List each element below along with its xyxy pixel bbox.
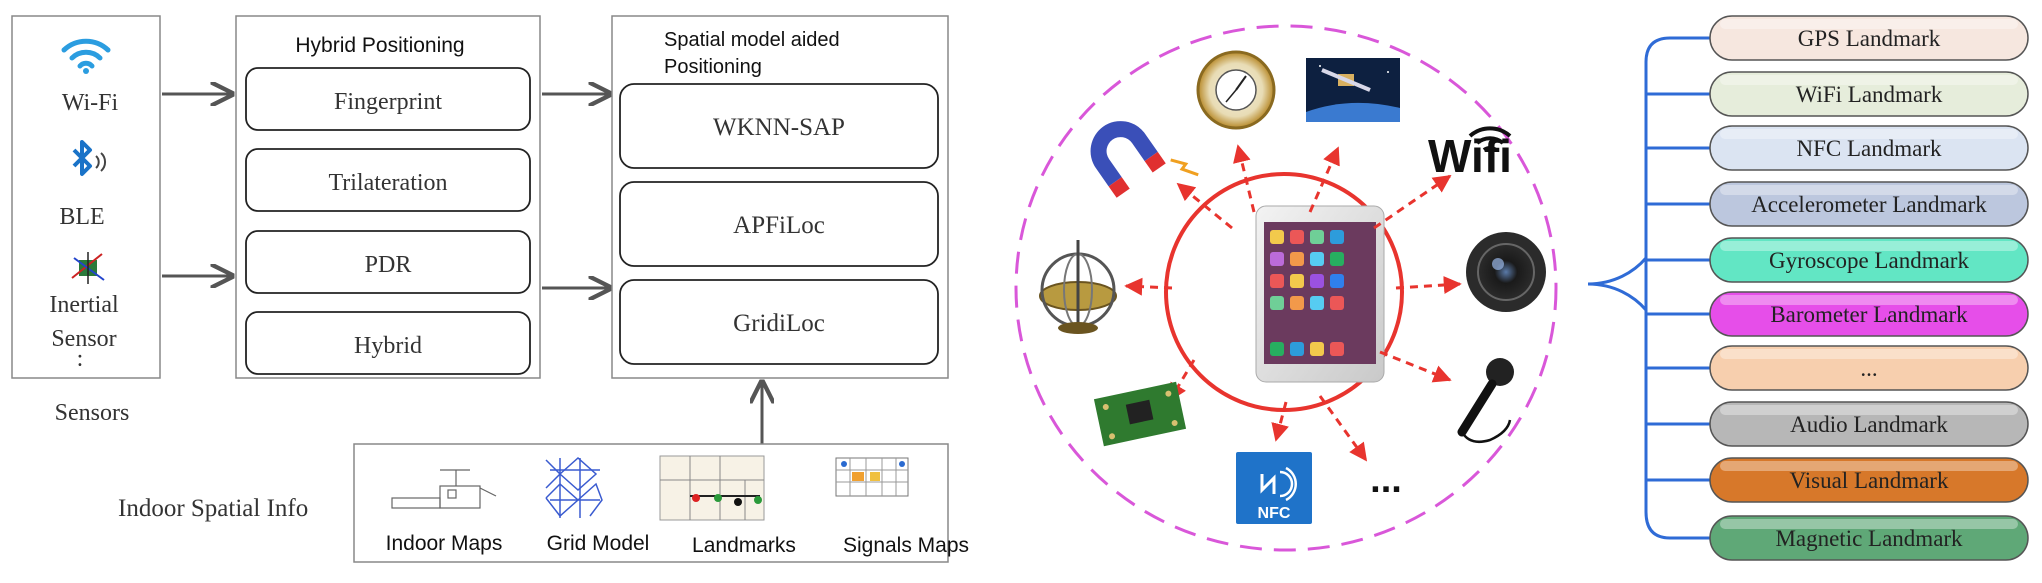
landmark-pill-highlight (1720, 295, 2018, 305)
spatial-method-gridiloc: GridiLoc (619, 279, 939, 365)
landmark-pill (1709, 71, 2029, 117)
landmark-item: Visual Landmark (1709, 457, 2029, 503)
landmark-pill-highlight (1720, 185, 2018, 195)
svg-text:Trilateration: Trilateration (328, 170, 447, 196)
landmark-label: GPS Landmark (1798, 26, 1941, 51)
svg-text:Fingerprint: Fingerprint (334, 89, 442, 115)
landmark-pill (1709, 515, 2029, 561)
ble-sensor-label: BLE (59, 204, 104, 230)
signals-map-thumbnail (835, 457, 909, 497)
landmark-pill-highlight (1720, 241, 2018, 251)
landmark-label: Barometer Landmark (1770, 302, 1968, 327)
landmark-pill-highlight (1720, 405, 2018, 415)
landmark-item: Magnetic Landmark (1709, 515, 2029, 561)
landmark-pill-highlight (1720, 461, 2018, 471)
svg-text:APFiLoc: APFiLoc (733, 212, 825, 239)
inertial-sensor-label-1: Inertial (49, 292, 119, 318)
landmarks-map-thumbnail (659, 455, 765, 521)
more-sensors-ellipsis: : (77, 346, 84, 372)
landmark-pill (1709, 345, 2029, 391)
barometer-icon (1196, 50, 1276, 130)
landmark-label: Audio Landmark (1790, 412, 1948, 437)
wifi-logo-text: Wifi (1428, 130, 1512, 182)
landmark-pill-highlight (1720, 349, 2018, 359)
inertial-sensor-icon (71, 252, 105, 284)
hybrid-method-hybrid: Hybrid (245, 311, 531, 375)
spatial-method-wknn-sap: WKNN-SAP (619, 83, 939, 169)
sensors-box (11, 15, 161, 379)
landmark-label: Visual Landmark (1790, 468, 1949, 493)
more-sensors-dots: ... (1370, 459, 1402, 501)
hybrid-method-trilateration: Trilateration (245, 148, 531, 212)
gyroscope-icon (1039, 240, 1117, 334)
sensor-arrows (1124, 144, 1462, 462)
indoor-maps-label: Indoor Maps (386, 532, 503, 555)
landmark-label: Magnetic Landmark (1775, 526, 1963, 551)
landmark-pill (1709, 181, 2029, 227)
svg-text:Hybrid: Hybrid (354, 333, 422, 359)
svg-text:GridiLoc: GridiLoc (733, 310, 825, 337)
svg-text:WKNN-SAP: WKNN-SAP (713, 114, 845, 141)
landmark-item: Audio Landmark (1709, 401, 2029, 447)
grid-model-thumbnail (544, 456, 603, 520)
landmark-pill (1709, 457, 2029, 503)
accelerometer-chip-icon (1093, 381, 1187, 447)
camera-icon (1466, 232, 1546, 312)
landmark-label: Gyroscope Landmark (1769, 248, 1969, 273)
landmark-pill (1709, 237, 2029, 283)
signals-maps-label: Signals Maps (843, 534, 969, 557)
landmark-label: Accelerometer Landmark (1751, 192, 1987, 217)
gps-satellite-icon (1306, 58, 1400, 122)
svg-text:PDR: PDR (365, 252, 412, 278)
wifi-icon (61, 38, 111, 74)
landmark-pill (1709, 15, 2029, 61)
inertial-sensor-label-2: Sensor (51, 326, 116, 352)
wifi-sensor-label: Wi-Fi (62, 90, 119, 116)
indoor-spatial-info-caption: Indoor Spatial Info (118, 495, 308, 522)
landmark-label: NFC Landmark (1796, 136, 1942, 161)
landmark-pill-highlight (1720, 19, 2018, 29)
smartphone-icon (1255, 205, 1385, 383)
spatial-method-apfiloc: APFiLoc (619, 181, 939, 267)
landmark-label: WiFi Landmark (1796, 82, 1943, 107)
microphone-icon (1457, 358, 1514, 443)
landmark-pill-highlight (1720, 129, 2018, 139)
landmark-tree (1587, 36, 1710, 540)
indoor-map-thumbnail (391, 469, 497, 509)
nfc-icon (1236, 452, 1312, 524)
landmark-item: ... (1709, 345, 2029, 391)
spatial-model-title-1: Spatial model aided (664, 29, 840, 51)
hybrid-method-pdr: PDR (245, 230, 531, 294)
landmarks-label: Landmarks (692, 534, 796, 557)
magnet-icon (1090, 121, 1199, 198)
bluetooth-icon (72, 140, 107, 176)
grid-model-label: Grid Model (547, 532, 650, 555)
landmark-item: GPS Landmark (1709, 15, 2029, 61)
landmark-pill (1709, 125, 2029, 171)
wifi-logo-icon (1468, 126, 1512, 152)
landmark-pill (1709, 291, 2029, 337)
nfc-logo-text: NFC (1258, 505, 1291, 522)
landmark-pill (1709, 401, 2029, 447)
spatial-model-title-2: Positioning (664, 56, 762, 78)
landmark-pill-highlight (1720, 519, 2018, 529)
hybrid-method-fingerprint: Fingerprint (245, 67, 531, 131)
landmark-label: ... (1860, 356, 1877, 381)
hybrid-positioning-title: Hybrid Positioning (295, 34, 464, 57)
landmark-item: Barometer Landmark (1709, 291, 2029, 337)
landmark-pill-highlight (1720, 75, 2018, 85)
landmark-item: WiFi Landmark (1709, 71, 2029, 117)
sensors-caption: Sensors (55, 400, 130, 426)
landmark-item: Accelerometer Landmark (1709, 181, 2029, 227)
landmark-item: Gyroscope Landmark (1709, 237, 2029, 283)
sensor-ring-dashed (1014, 24, 1558, 552)
landmark-item: NFC Landmark (1709, 125, 2029, 171)
